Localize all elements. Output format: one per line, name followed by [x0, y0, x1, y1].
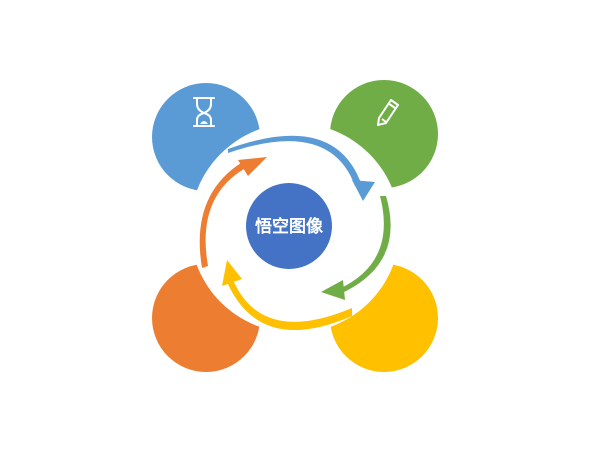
- pencil-icon: [377, 99, 399, 126]
- center-label: 悟空图像: [255, 216, 324, 237]
- hourglass-icon: [193, 97, 215, 127]
- arrow-bottom: [222, 260, 352, 331]
- arrow-right: [321, 196, 391, 300]
- center-circle: [246, 183, 332, 269]
- arrow-top: [228, 135, 375, 201]
- arrow-left: [199, 157, 267, 268]
